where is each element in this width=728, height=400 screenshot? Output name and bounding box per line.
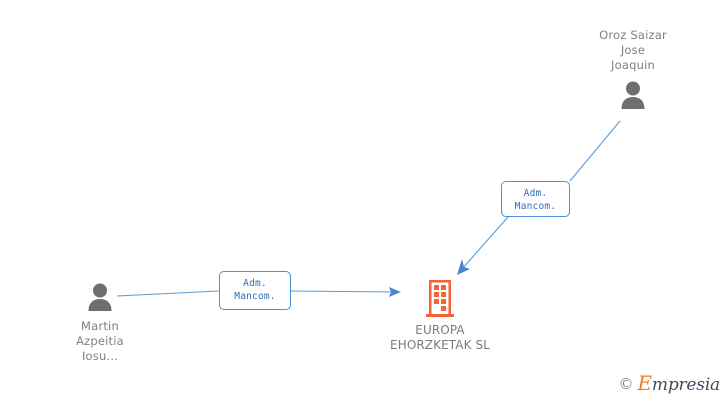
brand-rest: mpresia <box>651 375 720 395</box>
node-company-europa-ehorzketak[interactable]: EUROPA EHORZKETAK SL <box>365 278 515 353</box>
node-person-oroz-saizar[interactable]: Oroz Saizar Jose Joaquin <box>558 28 708 111</box>
person-icon <box>88 283 112 311</box>
edge-label-adm-mancom-left[interactable]: Adm. Mancom. <box>219 271 291 310</box>
node-person-martin-azpeitia[interactable]: Martin Azpeitia Iosu... <box>25 281 175 364</box>
brand-wordmark: Empresia <box>638 373 721 395</box>
edge-line-oroz-europa <box>569 120 621 182</box>
edge-label-adm-mancom-right[interactable]: Adm. Mancom. <box>501 181 570 217</box>
empresia-watermark: © Empresia <box>618 373 721 395</box>
copyright-icon: © <box>618 375 634 393</box>
node-label-martin-azpeitia: Martin Azpeitia Iosu... <box>76 319 124 363</box>
node-label-europa-ehorzketak: EUROPA EHORZKETAK SL <box>390 323 490 352</box>
node-label-oroz-saizar: Oroz Saizar Jose Joaquin <box>599 28 667 72</box>
person-icon <box>621 81 645 109</box>
building-icon <box>426 280 454 317</box>
edge-arrowhead-oroz-europa <box>457 259 470 275</box>
edge-line-oroz-europa-cont <box>461 216 509 270</box>
brand-initial: E <box>637 371 653 395</box>
